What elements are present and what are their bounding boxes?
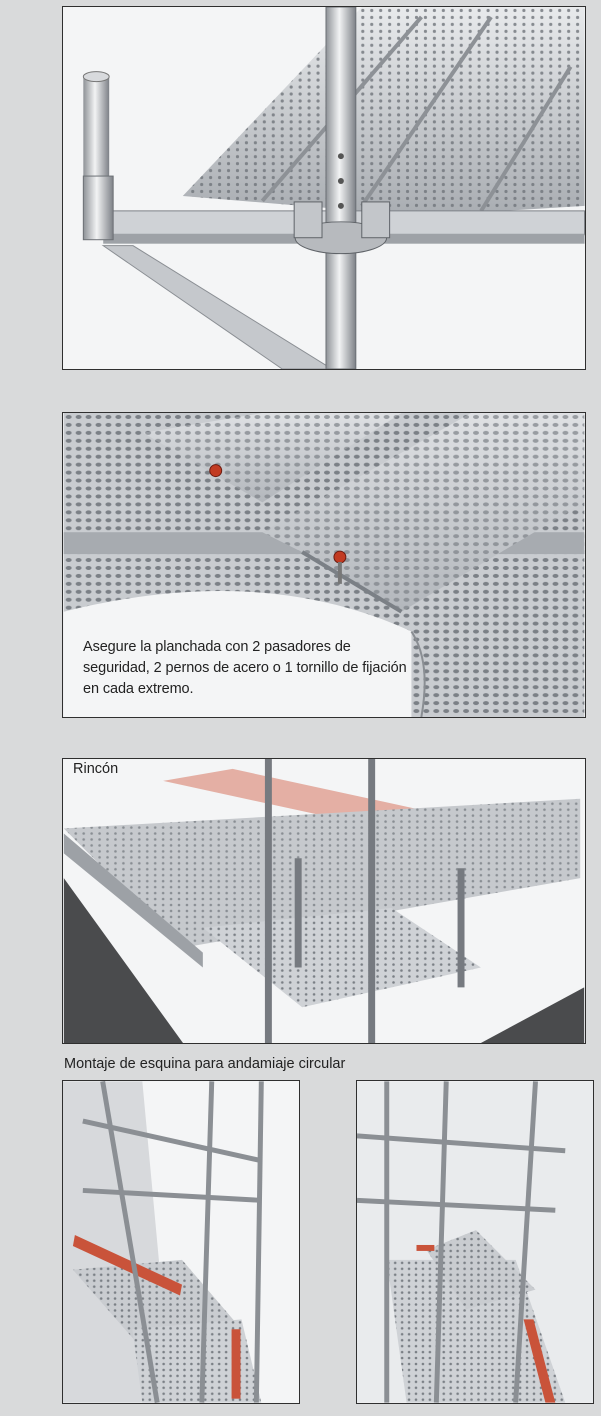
figure-secured-planks: Asegure la planchada con 2 pasadores de … bbox=[62, 412, 586, 718]
circular-scaffold-subheading: Montaje de esquina para andamiaje circul… bbox=[64, 1056, 346, 1072]
figure-circular-corner-left bbox=[62, 1080, 300, 1404]
secured-planks-illustration bbox=[63, 413, 585, 717]
scaffold-bracket-illustration bbox=[82, 7, 585, 369]
circular-corner-left-illustration bbox=[63, 1081, 264, 1403]
circular-corner-right-illustration bbox=[357, 1081, 593, 1403]
figure-corner-assembly: Rincón bbox=[62, 758, 586, 1044]
corner-assembly-illustration bbox=[63, 759, 585, 1043]
figure-circular-corner-right bbox=[356, 1080, 594, 1404]
plank-securing-caption: Asegure la planchada con 2 pasadores de … bbox=[83, 639, 407, 697]
figure-scaffold-bracket bbox=[62, 6, 586, 370]
corner-label: Rincón bbox=[73, 761, 119, 777]
